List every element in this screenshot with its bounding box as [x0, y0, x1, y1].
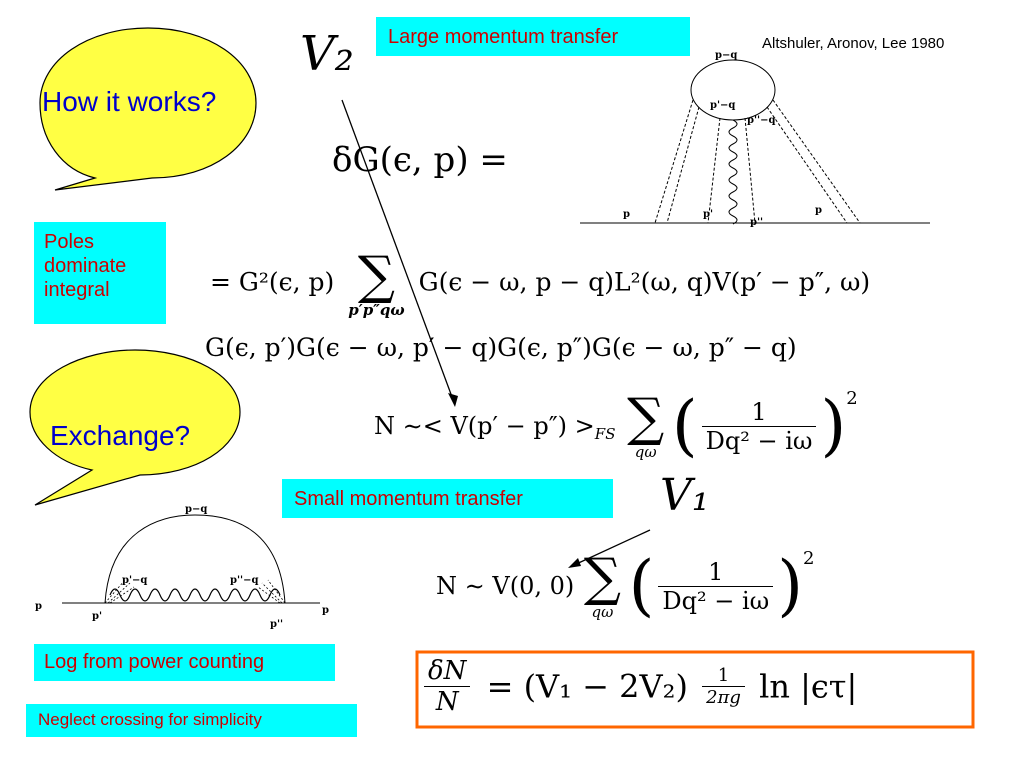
small-momentum-label: Small momentum transfer [282, 479, 613, 518]
n2-frac-den: Dq² − iω [658, 585, 774, 615]
label-p-left: p [623, 209, 630, 220]
label-p-double-prime: p'' [270, 619, 283, 630]
v2-symbol: V₂ [300, 26, 354, 82]
feynman-diagram-top: p−q p'−q p''−q p p' p'' p [580, 50, 930, 228]
right-paren: ) [777, 547, 803, 624]
dashed-mid-1 [707, 117, 721, 224]
n1-sum: ∑ qω [627, 392, 664, 460]
line2-sum-sub: p′p″qω [348, 301, 405, 319]
arrow-v1-head [568, 558, 581, 568]
large-momentum-label: Large momentum transfer [376, 17, 690, 56]
label-ppp-minus-q: p''−q [230, 575, 259, 586]
neglect-label: Neglect crossing for simplicity [26, 704, 357, 737]
label-p-minus-q: p−q [715, 50, 737, 61]
sum-symbol: ∑ [583, 548, 621, 608]
result-mid: = (V₁ − 2V₂) [486, 667, 688, 706]
dashed-mid-2 [744, 117, 756, 224]
result-box [415, 650, 975, 729]
result-frac-den: N [424, 686, 471, 717]
how-it-works-bubble [39, 27, 257, 191]
result-frac-num: δN [428, 656, 467, 686]
wavy-interaction [109, 588, 281, 602]
label-p-minus-q: p−q [185, 504, 207, 515]
arrow-v1-line [571, 529, 651, 567]
n2-power: 2 [802, 548, 815, 569]
equation-line-2: = G²(ϵ, p) ∑ p′p″qω G(ϵ − ω, p − q)L²(ω,… [210, 250, 870, 318]
arrow-v2-head [448, 393, 458, 407]
line2-pre: = G²(ϵ, p) [210, 267, 335, 297]
left-paren: ( [671, 387, 698, 464]
label-p-prime: p' [703, 209, 713, 220]
right-paren: ) [820, 387, 847, 464]
exchange-text: Exchange? [50, 420, 191, 451]
poles-line-3: integral [44, 279, 110, 301]
left-paren: ( [628, 547, 655, 624]
label-p-right: p [815, 205, 822, 216]
sum-symbol: ∑ [357, 246, 396, 306]
label-pp-minus-q: p'−q [122, 575, 147, 586]
dashed-left-1 [654, 99, 694, 224]
equation-line-3: G(ϵ, p′)G(ϵ − ω, p′ − q)G(ϵ, p″)G(ϵ − ω,… [205, 333, 797, 362]
poles-line-2: dominate [44, 255, 127, 277]
wavy-interaction [728, 119, 738, 225]
n1-power: 2 [846, 388, 858, 409]
label-p-right: p [322, 605, 329, 616]
dashed-left [104, 579, 135, 604]
n2-sum: ∑ qω [584, 552, 621, 620]
label-p-left: p [35, 601, 42, 612]
dashed-right-2 [766, 106, 848, 224]
label-pp-minus-q: p'−q [710, 100, 735, 111]
n2-pre: N ∼ V(0, 0) [436, 572, 575, 600]
arrow-v2-line [341, 99, 456, 406]
vertex-ellipse [690, 59, 776, 121]
n2-frac-num: 1 [708, 557, 724, 586]
poles-label: Poles dominate integral [34, 222, 166, 324]
label-ppp-minus-q: p''−q [747, 115, 776, 126]
delta-g-lhs: δG(ϵ, p) = [332, 140, 508, 180]
n1-frac-den: Dq² − iω [701, 425, 817, 455]
result-log: ln |ϵτ| [759, 667, 858, 706]
line2-sum: ∑ p′p″qω [348, 250, 404, 318]
n1-pre: N ∼< V(p′ − p″) > [374, 412, 595, 440]
label-p-double-prime: p'' [750, 217, 763, 228]
n1-sum-sub: qω [634, 443, 657, 461]
log-power-label: Log from power counting [34, 644, 335, 681]
feynman-diagram-bottom: p−q p'−q p''−q p p' p'' p [35, 504, 329, 630]
dashed-right [257, 579, 286, 604]
sum-symbol: ∑ [627, 388, 665, 448]
dashed-right-1 [772, 99, 861, 224]
dashed-left-2 [666, 106, 700, 224]
exchange-bubble [29, 349, 241, 506]
label-p-prime: p' [92, 611, 102, 622]
citation-label: Altshuler, Aronov, Lee 1980 [762, 35, 945, 52]
how-it-works-text: How it works? [42, 86, 217, 117]
v1-symbol: V₁ [660, 470, 710, 521]
result-small-num: 1 [717, 665, 730, 686]
result-small-den: 2πg [702, 686, 745, 708]
poles-line-1: Poles [44, 231, 95, 253]
n1-frac-num: 1 [751, 397, 767, 426]
line2-post: G(ϵ − ω, p − q)L²(ω, q)V(p′ − p″, ω) [418, 267, 871, 297]
n1-fs: FS [594, 425, 616, 443]
arc-line [104, 514, 286, 604]
n2-sum-sub: qω [591, 603, 614, 621]
